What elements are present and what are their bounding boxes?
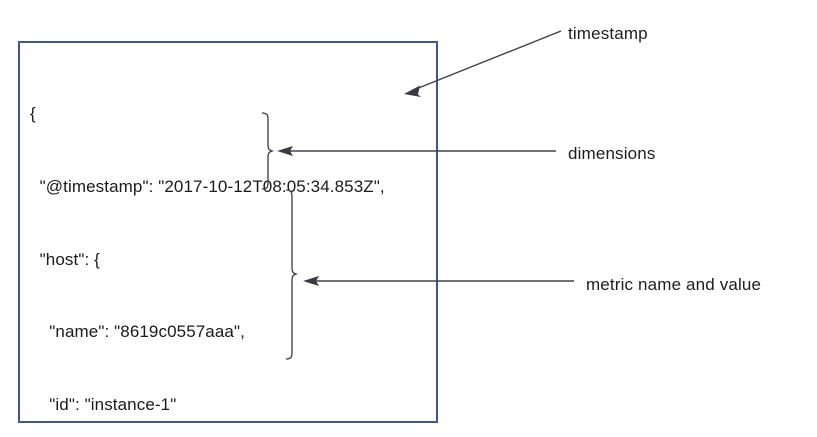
json-line-timestamp: "@timestamp": "2017-10-12T08:05:34.853Z"…: [30, 177, 385, 196]
json-document-panel: { "@timestamp": "2017-10-12T08:05:34.853…: [18, 41, 438, 423]
annotation-label-dimensions: dimensions: [568, 144, 656, 163]
annotation-label-metric: metric name and value: [586, 275, 762, 294]
json-code-block: { "@timestamp": "2017-10-12T08:05:34.853…: [30, 54, 385, 437]
json-line-host-open: "host": {: [30, 249, 100, 269]
annotation-label-timestamp: timestamp: [568, 24, 648, 43]
json-line-host-name: "name": "8619c0557aaa",: [30, 322, 245, 342]
json-line: {: [30, 104, 36, 124]
json-line-host-id: "id": "instance-1": [30, 394, 177, 414]
